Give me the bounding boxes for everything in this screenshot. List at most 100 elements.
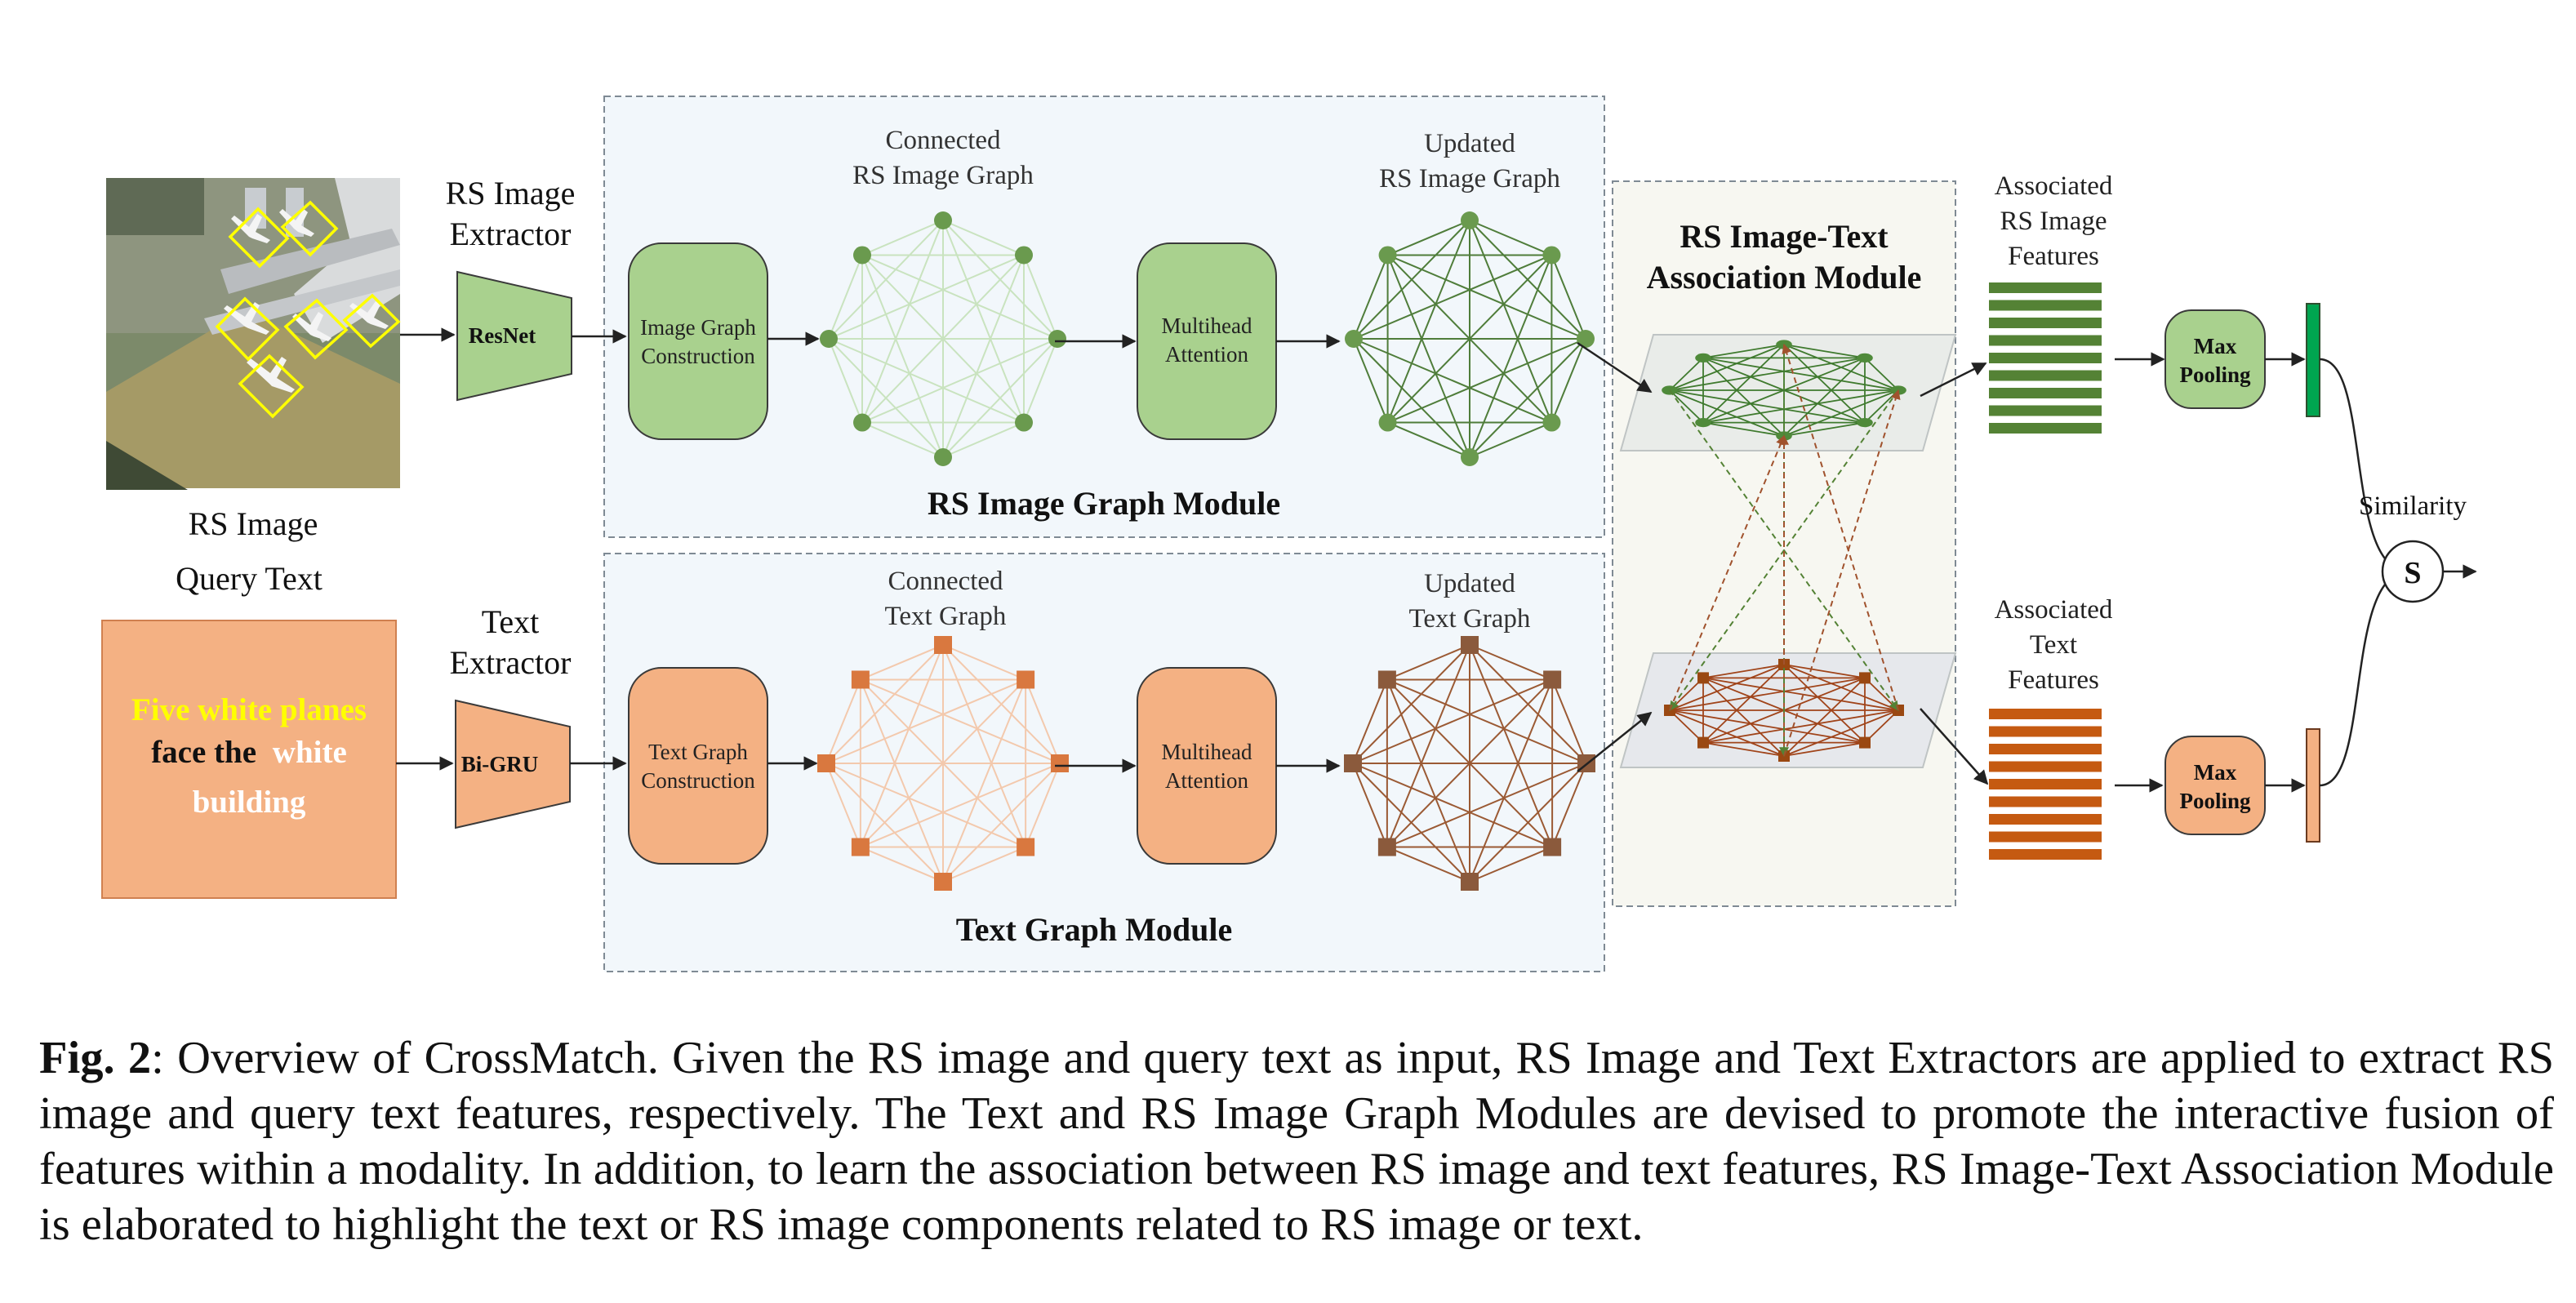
graph-node <box>1017 838 1035 856</box>
graph-edge <box>1669 357 1704 391</box>
image-graph-construction-line1: Image Graph <box>640 315 756 340</box>
connected-image-graph-line2: RS Image Graph <box>852 161 1034 190</box>
image-attention-line1: Multihead <box>1162 314 1252 338</box>
arrow-updated-image-to-association <box>1577 341 1653 394</box>
connected-image-graph-line1: Connected <box>885 126 1001 155</box>
graph-edge <box>1669 357 1866 391</box>
graph-edge <box>1386 255 1470 458</box>
graph-edge <box>1023 338 1058 423</box>
feature-bar <box>1989 318 2102 328</box>
updated-image-graph-line1: Updated <box>1424 129 1515 158</box>
graph-edge <box>1387 421 1470 458</box>
text-to-similarity-curve <box>2319 570 2409 787</box>
graph-edge <box>1387 338 1586 424</box>
graph-edge <box>1353 338 1470 458</box>
graph-edge <box>1353 338 1552 424</box>
graph-node <box>817 754 835 772</box>
graph-edge <box>828 254 1025 340</box>
bigru-trapezoid <box>455 699 571 829</box>
feature-bar <box>1989 370 2102 381</box>
connected-rs-image-graph <box>820 211 1066 466</box>
query-text-label: Query Text <box>176 560 323 597</box>
image-features-line3: Features <box>2008 242 2099 271</box>
graph-node <box>1695 353 1711 363</box>
graph-node <box>1858 736 1871 749</box>
graph-node <box>851 838 870 856</box>
graph-node <box>1543 670 1562 689</box>
graph-edge <box>942 255 1025 458</box>
graph-edge <box>1783 344 1866 359</box>
graph-node <box>1577 330 1595 348</box>
text-features-line2: Text <box>2030 630 2077 660</box>
text-extractor-title-line2: Extractor <box>450 644 572 681</box>
graph-edge <box>1386 678 1553 848</box>
caption-text: : Overview of CrossMatch. Given the RS i… <box>39 1033 2554 1250</box>
feature-bar <box>1989 814 2102 825</box>
text-max-pooling-box <box>2164 736 2266 835</box>
graph-edge <box>1352 679 1388 764</box>
graph-edge <box>860 846 944 883</box>
graph-node <box>1857 417 1873 428</box>
feature-bar <box>1989 779 2102 789</box>
cross-modal-link <box>1782 343 1899 711</box>
graph-node <box>1048 330 1066 348</box>
connected-text-graph-line1: Connected <box>888 567 1003 596</box>
cross-modal-link <box>1783 389 1901 757</box>
graph-node <box>1542 246 1561 265</box>
graph-node <box>1461 873 1479 891</box>
graph-edge <box>1387 220 1470 256</box>
text-attention-line2: Attention <box>1165 768 1248 793</box>
graph-edge <box>1669 677 1866 711</box>
query-sentence-line3: building <box>193 785 306 820</box>
graph-edge <box>1353 254 1552 340</box>
feature-bar <box>1989 744 2102 754</box>
graph-edge <box>1386 644 1470 681</box>
image-graph-construction-box <box>628 242 768 440</box>
connected-text-graph <box>817 636 1069 891</box>
graph-edge <box>1386 644 1470 847</box>
feature-bar <box>1989 849 2102 860</box>
feature-bar <box>1989 726 2102 737</box>
graph-edge <box>828 338 1025 424</box>
graph-node <box>1697 736 1710 749</box>
feature-bar <box>1989 335 2102 346</box>
text-graph-module-title: Text Graph Module <box>956 911 1233 948</box>
graph-edge <box>1550 255 1586 340</box>
image-graph-module-title: RS Image Graph Module <box>928 485 1280 522</box>
graph-edge <box>1702 677 1899 711</box>
rs-image-label: RS Image <box>189 505 318 542</box>
graph-node <box>934 873 952 891</box>
graph-edge <box>828 255 863 340</box>
association-title-line1: RS Image-Text <box>1680 218 1889 255</box>
query-sentence-line2-part1: face the <box>151 735 256 770</box>
graph-edge <box>1023 255 1058 340</box>
rs-image-thumbnail <box>106 178 401 490</box>
cross-modal-link <box>1669 434 1786 711</box>
graph-edge <box>942 644 1026 681</box>
graph-edge <box>1669 709 1866 744</box>
image-extractor-title-line1: RS Image <box>446 175 576 211</box>
graph-edge <box>942 421 1025 458</box>
graph-node <box>1378 246 1397 265</box>
graph-edge <box>1469 679 1554 883</box>
graph-edge <box>1352 763 1553 848</box>
graph-node <box>1461 448 1479 466</box>
arrow-association-to-text-features <box>1920 708 1989 785</box>
graph-edge <box>825 678 1026 764</box>
graph-edge <box>1702 344 1785 359</box>
graph-edge <box>861 254 1058 340</box>
feature-bar <box>1989 709 2102 719</box>
graph-node <box>1051 754 1069 772</box>
graph-edge <box>1669 389 1866 424</box>
graph-edge <box>1783 421 1866 437</box>
feature-bar <box>1989 796 2102 807</box>
text-features-line3: Features <box>2008 665 2099 695</box>
image-pooled-vector <box>2306 303 2320 417</box>
text-graph-construction-line2: Construction <box>641 768 755 793</box>
graph-node <box>853 246 872 265</box>
graph-edge <box>1352 678 1553 764</box>
graph-edge <box>1353 338 1389 423</box>
query-sentence-line2-part2: white <box>273 735 347 770</box>
graph-edge <box>1353 255 1389 340</box>
graph-edge <box>861 220 944 423</box>
